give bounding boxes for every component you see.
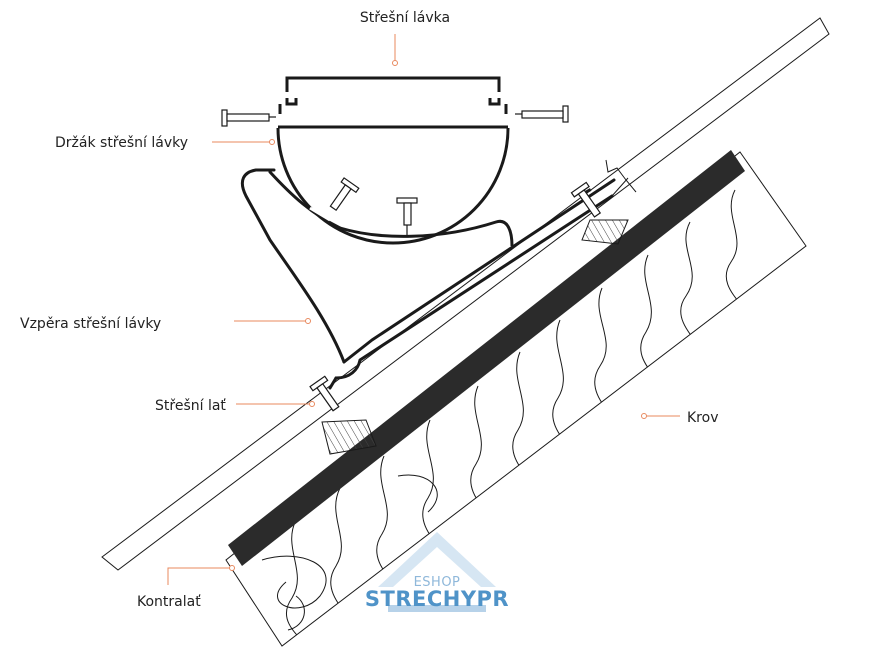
walkway-holder [276, 125, 514, 247]
label-krov: Krov [687, 410, 718, 426]
roof-walkway [278, 76, 508, 114]
label-vzpera-stresni-lavky: Vzpěra střešní lávky [20, 316, 161, 332]
upper-tile-step [605, 159, 637, 193]
leader-lines [167, 34, 680, 585]
counter-batten [228, 150, 745, 566]
screw-holder-2 [396, 197, 418, 236]
screw-holder-1 [329, 177, 360, 212]
eshop-logo: ESHOP STRECHYPR [365, 532, 509, 612]
label-drzak-stresni-lavky: Držák střešní lávky [55, 135, 188, 151]
label-kontralat: Kontralať [137, 594, 201, 610]
screw-right [515, 105, 569, 123]
label-stresni-lat: Střešní lať [155, 398, 226, 414]
roof-batten [321, 419, 377, 455]
watermark-eshop: ESHOP [414, 575, 461, 590]
upper-roof-batten [581, 188, 629, 245]
label-stresni-lavka: Střešní lávka [360, 10, 450, 26]
screw-upper-batten [570, 181, 602, 218]
walkway-strut [240, 168, 616, 390]
screw-lower-batten [309, 375, 340, 412]
watermark-strechypr: STRECHYPR [365, 587, 509, 611]
screw-left [221, 109, 276, 127]
